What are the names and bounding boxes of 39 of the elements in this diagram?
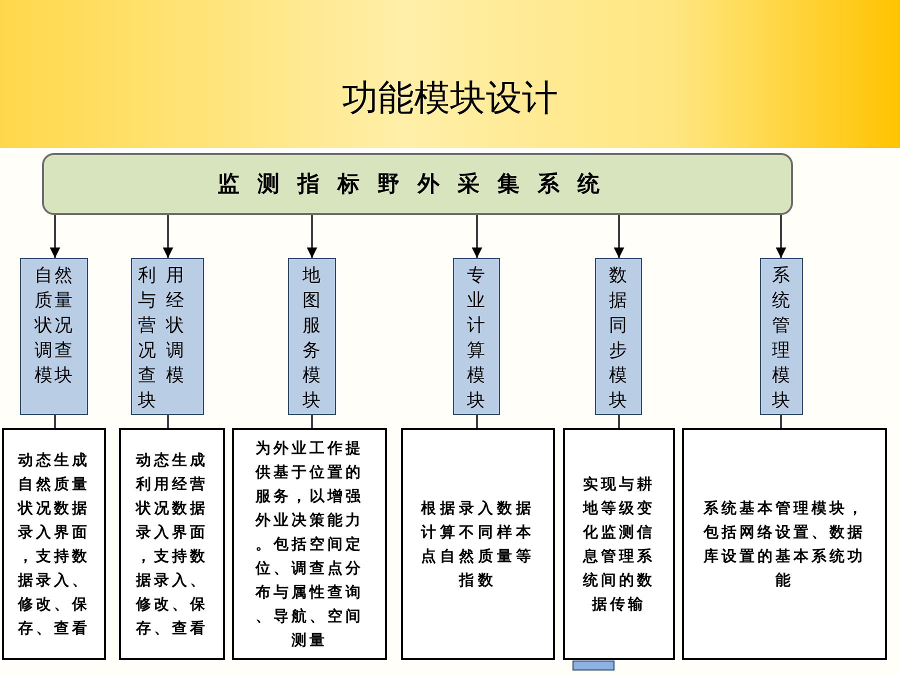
description-text: 系统基本管理模块，包括网络设置、数据库设置的基本系统功能 [702, 498, 866, 591]
system-box [42, 153, 793, 215]
connector-line [311, 415, 313, 428]
module-label: 系统管理模块 [771, 264, 792, 413]
module-label: 自然质量状况调查模块 [34, 264, 74, 388]
module-box [453, 258, 500, 415]
module-label: 数据同步模块 [608, 264, 629, 413]
connector-line [618, 415, 620, 428]
description-box [232, 428, 387, 660]
module-label: 利用与经营状况调查模块 [137, 264, 195, 413]
description-text: 动态生成自然质量状况数据录入界面，支持数据录入、修改、保存、查看 [16, 450, 91, 639]
arrow [306, 215, 318, 258]
module-box [20, 258, 88, 415]
connector-line [476, 415, 478, 428]
description-box [682, 428, 887, 660]
arrow [614, 215, 624, 258]
description-text: 实现与耕地等级变化监测信息管理系统间的数据传输 [582, 474, 656, 615]
description-box [119, 428, 225, 660]
arrow [472, 215, 482, 258]
arrow [776, 215, 786, 258]
description-box [2, 428, 106, 660]
arrow [162, 215, 174, 258]
connector-line [54, 415, 56, 428]
description-box [401, 428, 555, 660]
module-box [288, 258, 336, 415]
arrow [50, 215, 60, 258]
module-label: 地图服务模块 [302, 264, 322, 413]
module-box [131, 258, 204, 415]
connector-line [167, 415, 169, 428]
module-box [595, 258, 642, 415]
module-label: 专业计算模块 [466, 264, 487, 413]
description-text: 根据录入数据计算不同样本点自然质量等指数 [420, 498, 536, 591]
connector-line [780, 415, 782, 428]
description-text: 动态生成利用经营状况数据录入界面，支持数据录入、修改、保存、查看 [134, 450, 209, 639]
system-title: 监测指标野外采集系统 [218, 170, 618, 199]
title: 功能模块设计 [341, 77, 559, 121]
description-box [563, 428, 675, 660]
module-box [760, 258, 803, 415]
description-text: 为外业工作提供基于位置的服务，以增强外业决策能力。包括空间定位、调查点分布与属性查询、导航、空间测量 [254, 438, 364, 651]
